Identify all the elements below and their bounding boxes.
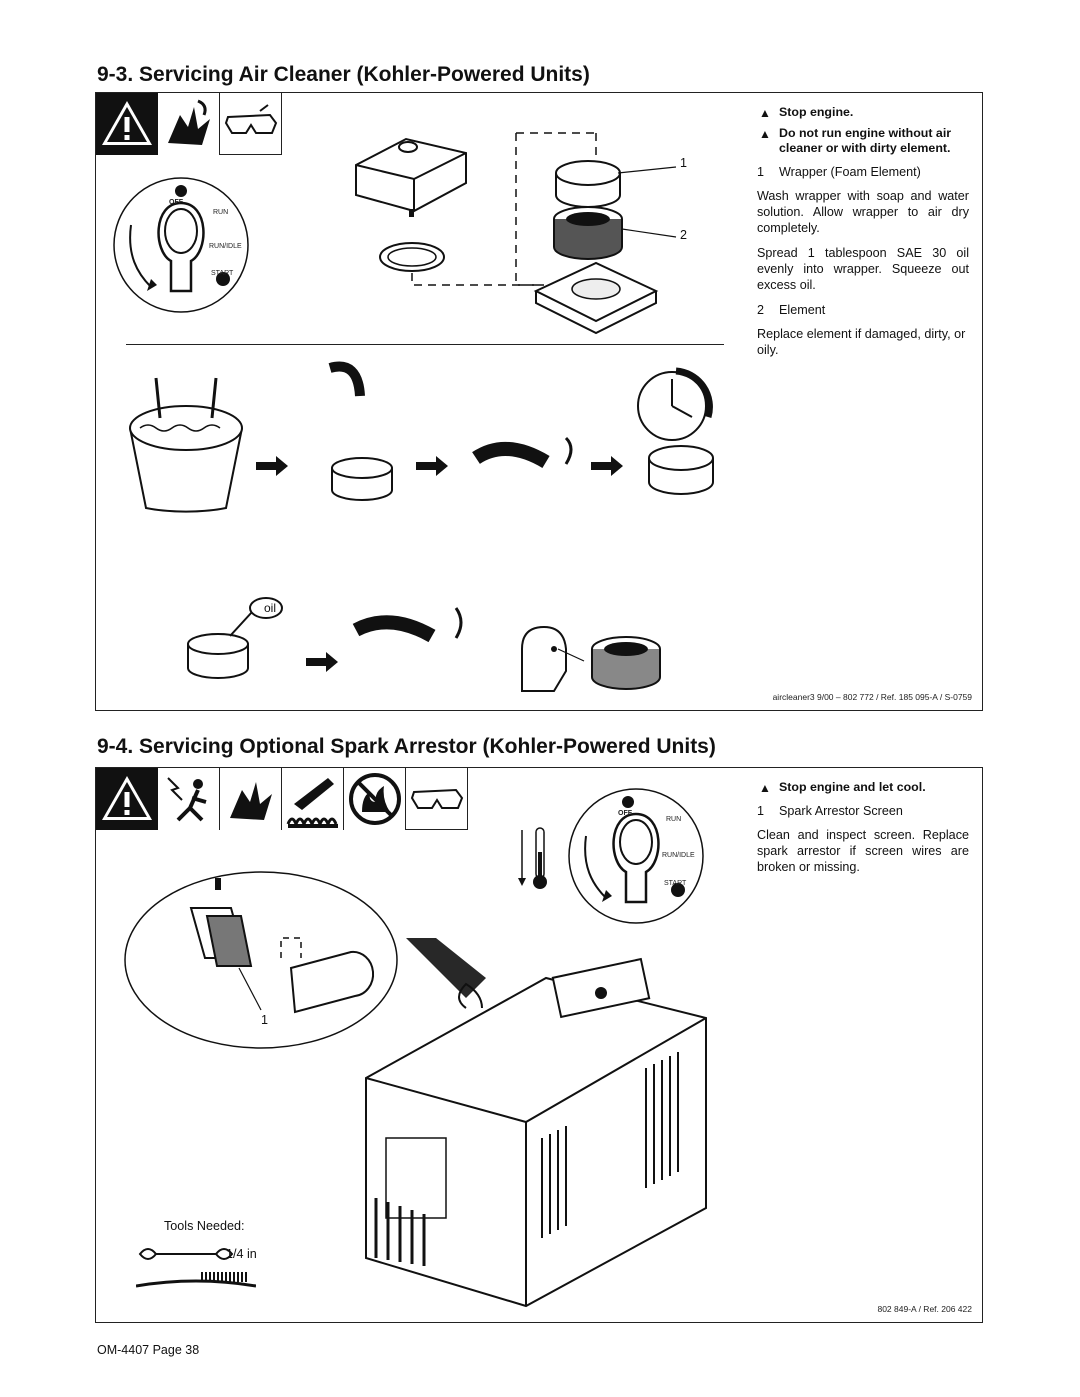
section-93-heading: 9-3. Servicing Air Cleaner (Kohler-Power… (97, 63, 590, 86)
section-94-panel: OFF RUN RUN/IDLE START 1 (95, 767, 983, 1323)
callout-1: 1 (261, 1013, 269, 1027)
warning-stop-engine: ▲Stop engine. (759, 105, 854, 120)
clock-icon (632, 361, 722, 451)
wrench-size-label: 1/4 in (226, 1247, 257, 1261)
section-93-panel: OFF RUN RUN/IDLE START (95, 92, 983, 711)
thermometer-icon (516, 824, 556, 894)
oiling-sequence-diagram: oil (156, 548, 596, 698)
spark-arrestor-detail: 1 (121, 868, 401, 1058)
warning-icon (96, 93, 158, 155)
oil-label: oil (264, 601, 277, 615)
dial-run-label: RUN (666, 816, 682, 823)
section-93-ref: aircleaner3 9/00 – 802 772 / Ref. 185 09… (772, 692, 972, 702)
warning-triangle-icon: ▲ (759, 106, 771, 120)
dial-off-label: OFF (618, 810, 632, 817)
wrench-brush-icon (135, 1242, 257, 1312)
washing-sequence-diagram (116, 358, 716, 528)
dial-start-label: START (211, 270, 234, 277)
warning-no-run: ▲Do not run engine without air cleaner o… (759, 126, 952, 155)
safety-glasses-icon (406, 768, 468, 830)
para-wash: Wash wrapper with soap and water solutio… (757, 189, 969, 235)
tools-needed-label: Tools Needed: (164, 1219, 245, 1233)
section-93-instructions: ▲Stop engine. ▲Do not run engine without… (757, 105, 969, 358)
warning-icon (96, 768, 158, 830)
warning-triangle-icon: ▲ (759, 127, 771, 141)
dial-run-idle-label: RUN/IDLE (209, 243, 242, 250)
engine-switch-dial: OFF RUN RUN/IDLE START (111, 175, 251, 315)
fan-hand-hazard-icon (158, 93, 220, 155)
electric-shock-icon (158, 768, 220, 830)
welder-generator-diagram (286, 818, 716, 1308)
warning-triangle-icon: ▲ (759, 781, 771, 795)
dial-off-label: OFF (169, 199, 183, 206)
page-footer: OM-4407 Page 38 (97, 1343, 200, 1357)
warning-stop-cool: ▲Stop engine and let cool. (759, 780, 926, 795)
no-fire-icon (344, 768, 406, 830)
fan-hand-hazard-icon (220, 768, 282, 830)
dial-run-idle-label: RUN/IDLE (662, 852, 695, 859)
para-clean-inspect: Clean and inspect screen. Replace spark … (757, 828, 969, 874)
dial-run-label: RUN (213, 209, 229, 216)
dial-start-label: START (664, 880, 687, 887)
safety-glasses-icon (220, 93, 282, 155)
callout-1: 1 (680, 156, 688, 170)
air-cleaner-exploded-diagram: 1 2 (346, 113, 766, 343)
para-replace: Replace element if damaged, dirty, or oi… (757, 327, 966, 357)
para-oil: Spread 1 tablespoon SAE 30 oil evenly in… (757, 246, 969, 292)
engine-switch-dial: OFF RUN RUN/IDLE START (566, 786, 706, 926)
inspect-element-diagram (514, 621, 684, 701)
diagram-divider (126, 344, 724, 345)
section-94-ref: 802 849-A / Ref. 206 422 (877, 1304, 972, 1314)
hot-surface-icon (282, 768, 344, 830)
callout-2: 2 (680, 228, 688, 242)
section-94-heading: 9-4. Servicing Optional Spark Arrestor (… (97, 735, 716, 758)
